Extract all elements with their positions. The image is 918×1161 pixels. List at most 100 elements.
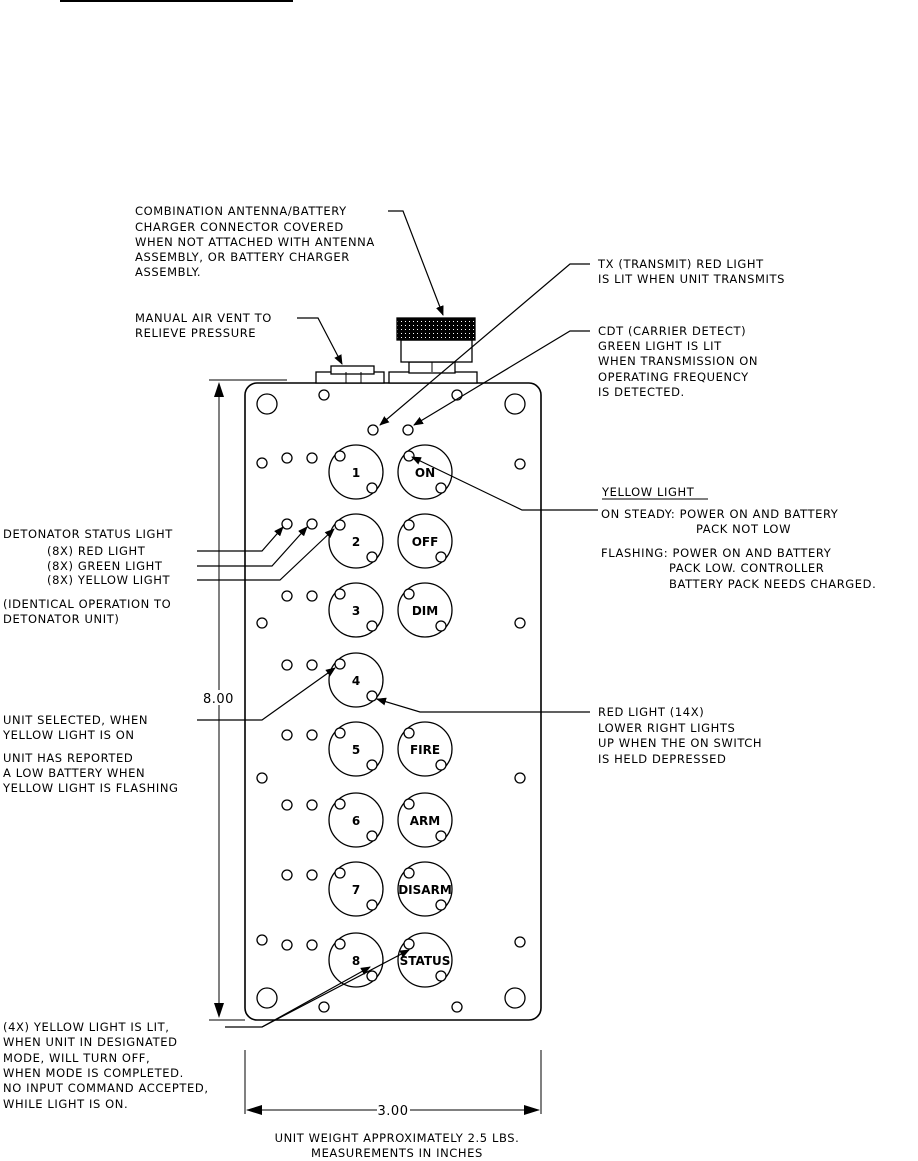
status-lights xyxy=(256,452,318,951)
detonator-callout: DETONATOR STATUS LIGHT (8X) RED LIGHT (8… xyxy=(3,527,173,626)
tx-light xyxy=(367,424,379,436)
off-button[interactable]: OFF xyxy=(397,513,453,569)
tx-callout: TX (TRANSMIT) RED LIGHT IS LIT WHEN UNIT… xyxy=(597,257,785,286)
unit-selected-line: UNIT SELECTED, WHEN xyxy=(3,713,148,727)
antenna-connector xyxy=(388,317,478,384)
dim-button[interactable]: DIM xyxy=(397,582,453,638)
fire-button[interactable]: FIRE xyxy=(397,721,453,777)
off-button-label: OFF xyxy=(412,535,439,549)
button-2-label: 2 xyxy=(352,535,360,549)
footer-notes: UNIT WEIGHT APPROXIMATELY 2.5 LBS. MEASU… xyxy=(275,1131,520,1160)
air-vent-callout: MANUAL AIR VENT TO RELIEVE PRESSURE xyxy=(135,311,272,340)
red-light-line: IS HELD DEPRESSED xyxy=(598,752,726,766)
antenna-callout-line: ASSEMBLY. xyxy=(135,265,201,279)
arm-button-label: ARM xyxy=(410,814,440,828)
designated-line: MODE, WILL TURN OFF, xyxy=(3,1051,150,1065)
designated-line: WHEN MODE IS COMPLETED. xyxy=(3,1066,184,1080)
button-4-label: 4 xyxy=(352,674,360,688)
button-8-label: 8 xyxy=(352,954,360,968)
yellow-light-title: YELLOW LIGHT xyxy=(601,485,695,499)
height-dimension: 8.00 xyxy=(203,379,287,1021)
button-4[interactable]: 4 xyxy=(328,652,384,708)
designated-line: (4X) YELLOW LIGHT IS LIT, xyxy=(3,1020,169,1034)
cdt-callout: CDT (CARRIER DETECT) GREEN LIGHT IS LIT … xyxy=(598,324,758,399)
air-vent-callout-line: RELIEVE PRESSURE xyxy=(135,326,256,340)
detonator-title: DETONATOR STATUS LIGHT xyxy=(3,527,173,541)
red-light-line: UP WHEN THE ON SWITCH xyxy=(598,736,762,750)
detonator-item: (8X) RED LIGHT xyxy=(47,544,146,558)
button-8[interactable]: 8 xyxy=(328,932,384,988)
tx-callout-line: TX (TRANSMIT) RED LIGHT xyxy=(597,257,764,271)
corner-holes xyxy=(256,393,526,1009)
button-2[interactable]: 2 xyxy=(328,513,384,569)
disarm-button-label: DISARM xyxy=(398,883,452,897)
leader-lines xyxy=(197,210,598,1028)
antenna-callout-line: ASSEMBLY, OR BATTERY CHARGER xyxy=(135,250,350,264)
antenna-callout-line: CHARGER CONNECTOR COVERED xyxy=(135,220,344,234)
yellow-steady-line: PACK NOT LOW xyxy=(696,522,791,536)
detonator-item: (8X) GREEN LIGHT xyxy=(47,559,163,573)
button-7[interactable]: 7 xyxy=(328,861,384,917)
detonator-note: (IDENTICAL OPERATION TO xyxy=(3,597,171,611)
designated-line: WHEN UNIT IN DESIGNATED xyxy=(3,1035,178,1049)
button-5-label: 5 xyxy=(352,743,360,757)
cdt-callout-line: OPERATING FREQUENCY xyxy=(598,370,749,384)
red-light-callout: RED LIGHT (14X) LOWER RIGHT LIGHTS UP WH… xyxy=(598,705,762,766)
left-buttons: 1 2 3 4 5 6 7 8 xyxy=(328,444,384,988)
yellow-flashing-line: FLASHING: POWER ON AND BATTERY xyxy=(601,546,832,560)
dim-button-label: DIM xyxy=(412,604,438,618)
designated-line: NO INPUT COMMAND ACCEPTED, xyxy=(3,1081,209,1095)
button-1-label: 1 xyxy=(352,466,360,480)
air-vent-callout-line: MANUAL AIR VENT TO xyxy=(135,311,272,325)
units-note: MEASUREMENTS IN INCHES xyxy=(311,1146,483,1160)
yellow-light-callout: YELLOW LIGHT ON STEADY: POWER ON AND BAT… xyxy=(601,485,876,591)
knurled-cap xyxy=(396,317,476,341)
right-buttons: ON OFF DIM FIRE ARM DISARM STATUS xyxy=(397,444,453,988)
cdt-callout-line: IS DETECTED. xyxy=(598,385,685,399)
designated-callout: (4X) YELLOW LIGHT IS LIT, WHEN UNIT IN D… xyxy=(3,1020,209,1111)
unit-reported-line: YELLOW LIGHT IS FLASHING xyxy=(2,781,179,795)
cdt-callout-line: GREEN LIGHT IS LIT xyxy=(598,339,722,353)
red-light-line: LOWER RIGHT LIGHTS xyxy=(598,721,735,735)
detonator-item: (8X) YELLOW LIGHT xyxy=(47,573,171,587)
width-dimension: 3.00 xyxy=(244,1050,542,1119)
detonator-note: DETONATOR UNIT) xyxy=(3,612,119,626)
antenna-callout-line: COMBINATION ANTENNA/BATTERY xyxy=(135,204,347,218)
status-button[interactable]: STATUS xyxy=(397,932,453,988)
button-6-label: 6 xyxy=(352,814,360,828)
disarm-button[interactable]: DISARM xyxy=(397,861,453,917)
yellow-flashing-line: PACK LOW. CONTROLLER xyxy=(669,561,824,575)
height-dimension-label: 8.00 xyxy=(203,692,234,707)
cdt-callout-line: CDT (CARRIER DETECT) xyxy=(598,324,746,338)
red-light-line: RED LIGHT (14X) xyxy=(598,705,704,719)
button-6[interactable]: 6 xyxy=(328,792,384,848)
button-7-label: 7 xyxy=(352,883,360,897)
designated-line: WHILE LIGHT IS ON. xyxy=(3,1097,128,1111)
air-vent xyxy=(315,365,385,384)
status-button-label: STATUS xyxy=(400,954,451,968)
button-3[interactable]: 3 xyxy=(328,582,384,638)
arm-button[interactable]: ARM xyxy=(397,792,453,848)
fire-button-label: FIRE xyxy=(410,743,440,757)
button-5[interactable]: 5 xyxy=(328,721,384,777)
device-body xyxy=(244,382,542,1021)
cdt-light xyxy=(402,424,414,436)
yellow-steady-line: ON STEADY: POWER ON AND BATTERY xyxy=(601,507,839,521)
width-dimension-label: 3.00 xyxy=(378,1104,409,1119)
cdt-callout-line: WHEN TRANSMISSION ON xyxy=(598,354,758,368)
antenna-callout: COMBINATION ANTENNA/BATTERY CHARGER CONN… xyxy=(135,204,375,279)
on-button-label: ON xyxy=(415,466,435,480)
button-3-label: 3 xyxy=(352,604,360,618)
unit-reported-line: UNIT HAS REPORTED xyxy=(3,751,133,765)
yellow-flashing-line: BATTERY PACK NEEDS CHARGED. xyxy=(669,577,876,591)
unit-selected-line: YELLOW LIGHT IS ON xyxy=(2,728,135,742)
button-1[interactable]: 1 xyxy=(328,444,384,500)
enclosure xyxy=(244,382,542,1021)
antenna-callout-line: WHEN NOT ATTACHED WITH ANTENNA xyxy=(135,235,375,249)
tx-callout-line: IS LIT WHEN UNIT TRANSMITS xyxy=(598,272,785,286)
weight-note: UNIT WEIGHT APPROXIMATELY 2.5 LBS. xyxy=(275,1131,520,1145)
unit-reported-line: A LOW BATTERY WHEN xyxy=(3,766,145,780)
unit-selected-callout: UNIT SELECTED, WHEN YELLOW LIGHT IS ON U… xyxy=(2,713,179,795)
